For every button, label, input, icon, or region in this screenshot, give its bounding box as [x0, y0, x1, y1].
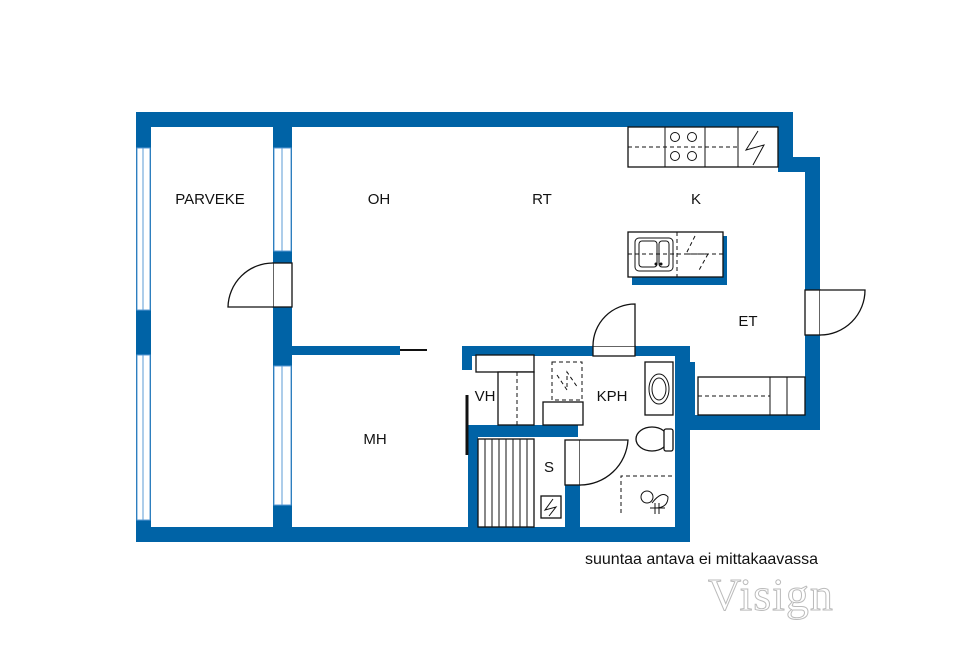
stove-icon	[670, 132, 697, 161]
room-label-rt: RT	[532, 191, 552, 208]
balcony-door	[227, 262, 293, 308]
bathroom-fixtures	[620, 361, 674, 514]
wardrobe	[475, 354, 535, 426]
room-label-oh: OH	[368, 191, 391, 208]
kitchen-counter	[627, 126, 779, 168]
room-label-et: ET	[738, 313, 757, 330]
fridge-icon	[744, 130, 766, 166]
room-label-s: S	[544, 459, 554, 476]
washing-machine	[542, 361, 584, 426]
sauna-bench	[477, 438, 562, 528]
entrance-cabinets	[697, 376, 806, 416]
scale-note: suuntaa antava ei mittakaavassa	[585, 551, 819, 568]
washbasin-icon	[644, 361, 674, 416]
dishwasher-icon	[685, 235, 709, 273]
entrance-door	[804, 289, 866, 336]
shower-icon	[640, 490, 669, 514]
sauna-door	[564, 439, 629, 486]
room-label-vh: VH	[475, 388, 496, 405]
visign-logo: Visign	[708, 569, 834, 621]
room-label-kph: KPH	[597, 388, 628, 405]
room-label-mh: MH	[363, 431, 386, 448]
kitchen-island	[627, 231, 727, 285]
room-label-parveke: PARVEKE	[175, 191, 244, 208]
room-label-k: K	[691, 191, 701, 208]
toilet-icon	[635, 426, 674, 452]
sauna-heater-icon	[540, 495, 562, 519]
windows	[136, 147, 292, 521]
bathroom-door	[592, 303, 636, 357]
sink-icon	[634, 237, 674, 272]
